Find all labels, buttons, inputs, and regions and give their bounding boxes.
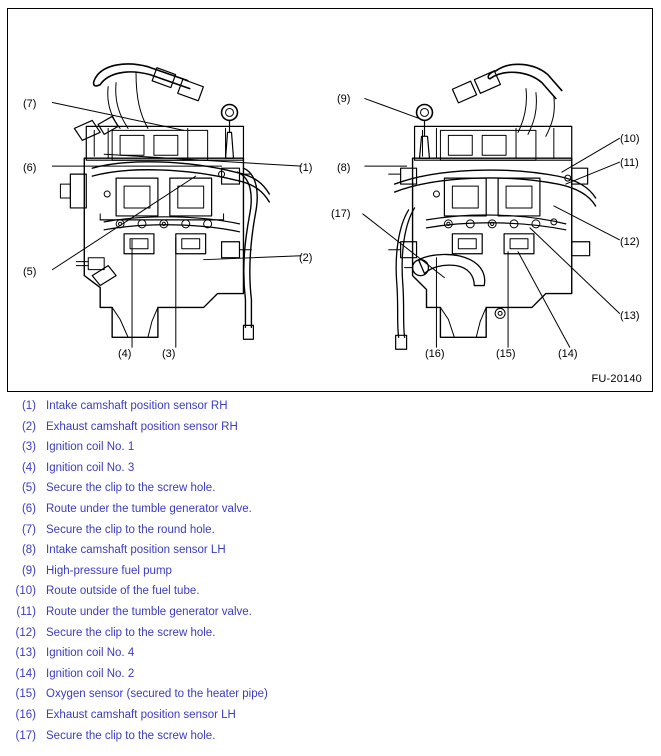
- legend-list: (1) Intake camshaft position sensor RH (2…: [0, 400, 661, 750]
- callout-8: (8): [337, 162, 351, 174]
- callout-17: (17): [331, 208, 351, 220]
- callout-9: (9): [337, 93, 351, 105]
- legend-label: High-pressure fuel pump: [46, 564, 172, 577]
- legend-item: (6) Route under the tumble generator valv…: [0, 503, 661, 524]
- legend-number: (17): [15, 729, 36, 742]
- legend-number: (8): [21, 544, 36, 557]
- legend-number: (4): [21, 461, 36, 474]
- legend-item: (7) Secure the clip to the round hole.: [0, 524, 661, 545]
- legend-label: Ignition coil No. 2: [46, 667, 135, 680]
- legend-number: (6): [21, 502, 36, 515]
- figure-panel: (7) (6) (5) (1) (2) (4) (3) (9) (8) (17)…: [7, 8, 653, 392]
- legend-item: (8) Intake camshaft position sensor LH: [0, 544, 661, 565]
- legend-item: (3) Ignition coil No. 1: [0, 441, 661, 462]
- legend-label: Route under the tumble generator valve.: [46, 605, 252, 618]
- callout-6: (6): [23, 162, 37, 174]
- legend-label: Exhaust camshaft position sensor RH: [46, 420, 238, 433]
- legend-number: (10): [15, 585, 36, 598]
- legend-label: Exhaust camshaft position sensor LH: [46, 708, 236, 721]
- callout-4: (4): [118, 348, 132, 360]
- legend-number: (11): [16, 605, 36, 618]
- callout-15: (15): [496, 348, 516, 360]
- legend-label: Secure the clip to the round hole.: [46, 523, 215, 536]
- callout-2: (2): [299, 252, 313, 264]
- legend-number: (3): [21, 441, 36, 454]
- legend-number: (1): [21, 400, 36, 412]
- legend-number: (15): [15, 688, 36, 701]
- legend-number: (12): [15, 626, 36, 639]
- legend-number: (14): [15, 667, 36, 680]
- legend-item: (10) Route outside of the fuel tube.: [0, 585, 661, 606]
- right-engine-leader-lines: [362, 98, 620, 348]
- legend-label: Route outside of the fuel tube.: [46, 585, 200, 598]
- callout-12: (12): [620, 236, 640, 248]
- legend-label: Secure the clip to the screw hole.: [46, 729, 216, 742]
- callout-5: (5): [23, 266, 37, 278]
- legend-number: (13): [15, 647, 36, 660]
- legend-label: Ignition coil No. 1: [46, 441, 135, 454]
- legend-item: (9) High-pressure fuel pump: [0, 565, 661, 586]
- legend-item: (4) Ignition coil No. 3: [0, 462, 661, 483]
- left-engine-leader-lines: [51, 102, 302, 348]
- legend-number: (16): [15, 708, 36, 721]
- legend-item: (15) Oxygen sensor (secured to the heater…: [0, 688, 661, 709]
- legend-label: Oxygen sensor (secured to the heater pip…: [46, 688, 268, 701]
- callout-16: (16): [425, 348, 445, 360]
- legend-item: (16) Exhaust camshaft position sensor LH: [0, 709, 661, 730]
- callout-1: (1): [299, 162, 313, 174]
- legend-item: (11) Route under the tumble generator val…: [0, 606, 661, 627]
- legend-item: (2) Exhaust camshaft position sensor RH: [0, 421, 661, 442]
- legend-item: (12) Secure the clip to the screw hole.: [0, 627, 661, 648]
- callout-3: (3): [162, 348, 176, 360]
- callout-7: (7): [23, 98, 37, 110]
- legend-item: (5) Secure the clip to the screw hole.: [0, 482, 661, 503]
- legend-item: (14) Ignition coil No. 2: [0, 668, 661, 689]
- left-engine-illustration: [59, 63, 271, 340]
- legend-label: Ignition coil No. 3: [46, 461, 135, 474]
- legend-label: Intake camshaft position sensor LH: [46, 544, 226, 557]
- legend-number: (5): [21, 482, 36, 495]
- legend-item: (17) Secure the clip to the screw hole.: [0, 730, 661, 751]
- legend-item: (1) Intake camshaft position sensor RH: [0, 400, 661, 421]
- legend-label: Secure the clip to the screw hole.: [46, 626, 216, 639]
- legend-label: Intake camshaft position sensor RH: [46, 400, 228, 412]
- engine-wiring-diagram: [51, 63, 620, 350]
- callout-10: (10): [620, 133, 640, 145]
- legend-number: (9): [21, 564, 36, 577]
- callout-11: (11): [620, 157, 639, 169]
- legend-number: (7): [21, 523, 36, 536]
- figure-id-label: FU-20140: [591, 373, 642, 385]
- callout-13: (13): [620, 310, 640, 322]
- legend-label: Route under the tumble generator valve.: [46, 502, 252, 515]
- callout-14: (14): [558, 348, 578, 360]
- legend-label: Secure the clip to the screw hole.: [46, 482, 216, 495]
- legend-number: (2): [21, 420, 36, 433]
- legend-item: (13) Ignition coil No. 4: [0, 647, 661, 668]
- legend-label: Ignition coil No. 4: [46, 647, 135, 660]
- right-engine-illustration: [388, 63, 597, 350]
